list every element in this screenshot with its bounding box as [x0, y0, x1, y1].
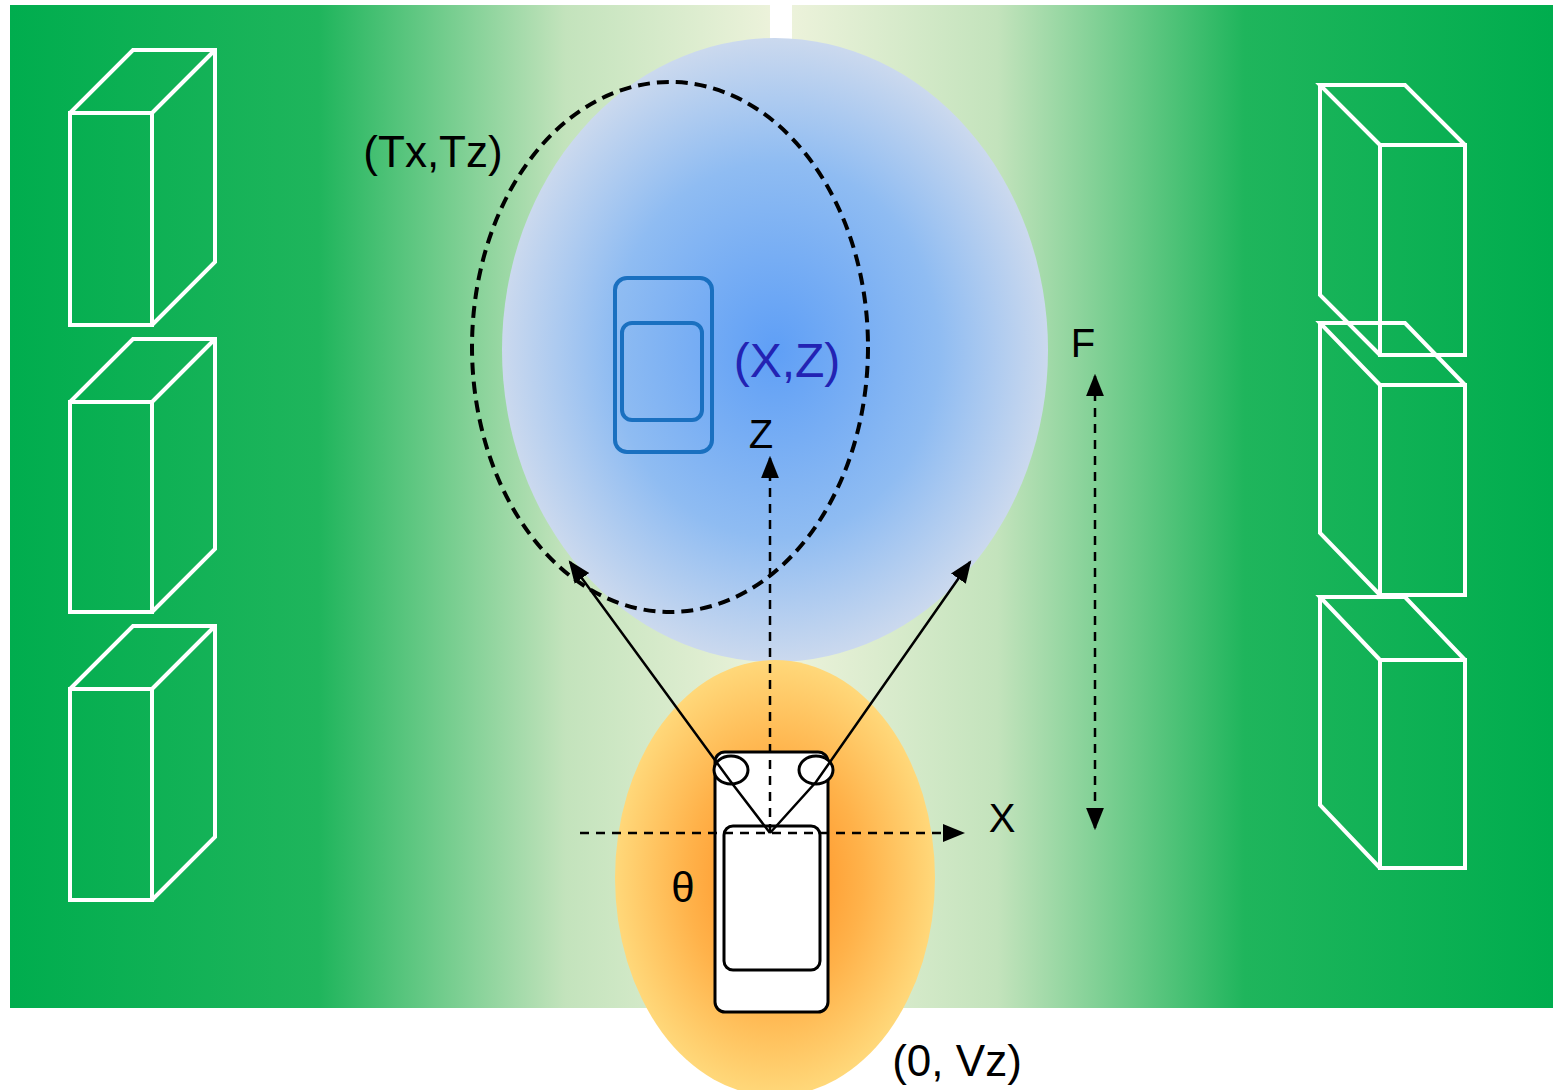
building — [1320, 323, 1465, 595]
position-label-holder: (X,Z) — [734, 333, 841, 388]
velocity-label: (0, Vz) — [892, 1036, 1022, 1085]
building — [1320, 85, 1465, 355]
velocity-label-holder: (0, Vz) — [892, 1036, 1022, 1086]
distance-label-holder: F — [1071, 321, 1095, 366]
building — [70, 339, 215, 612]
camera-rays — [570, 562, 970, 833]
axis-label: X — [989, 796, 1016, 840]
other-car — [615, 278, 712, 452]
ego-car — [714, 752, 833, 1012]
axis-label: Z — [749, 412, 773, 456]
ground — [10, 5, 1553, 1008]
angle-label: θ — [671, 864, 694, 911]
target-region — [472, 82, 868, 612]
distance-label: F — [1071, 321, 1095, 365]
ego-uncertainty — [615, 660, 935, 1090]
building — [1320, 597, 1465, 868]
axis-label-holder: X — [989, 796, 1016, 841]
building — [70, 50, 215, 325]
lane-mark — [770, 5, 792, 40]
axes — [580, 376, 1095, 833]
building — [70, 626, 215, 900]
position-label: (X,Z) — [734, 334, 841, 387]
angle-label-holder: θ — [671, 864, 694, 912]
axis-label-holder: Z — [749, 412, 773, 457]
target-label: (Tx,Tz) — [363, 127, 502, 176]
target-label-holder: (Tx,Tz) — [363, 127, 502, 177]
